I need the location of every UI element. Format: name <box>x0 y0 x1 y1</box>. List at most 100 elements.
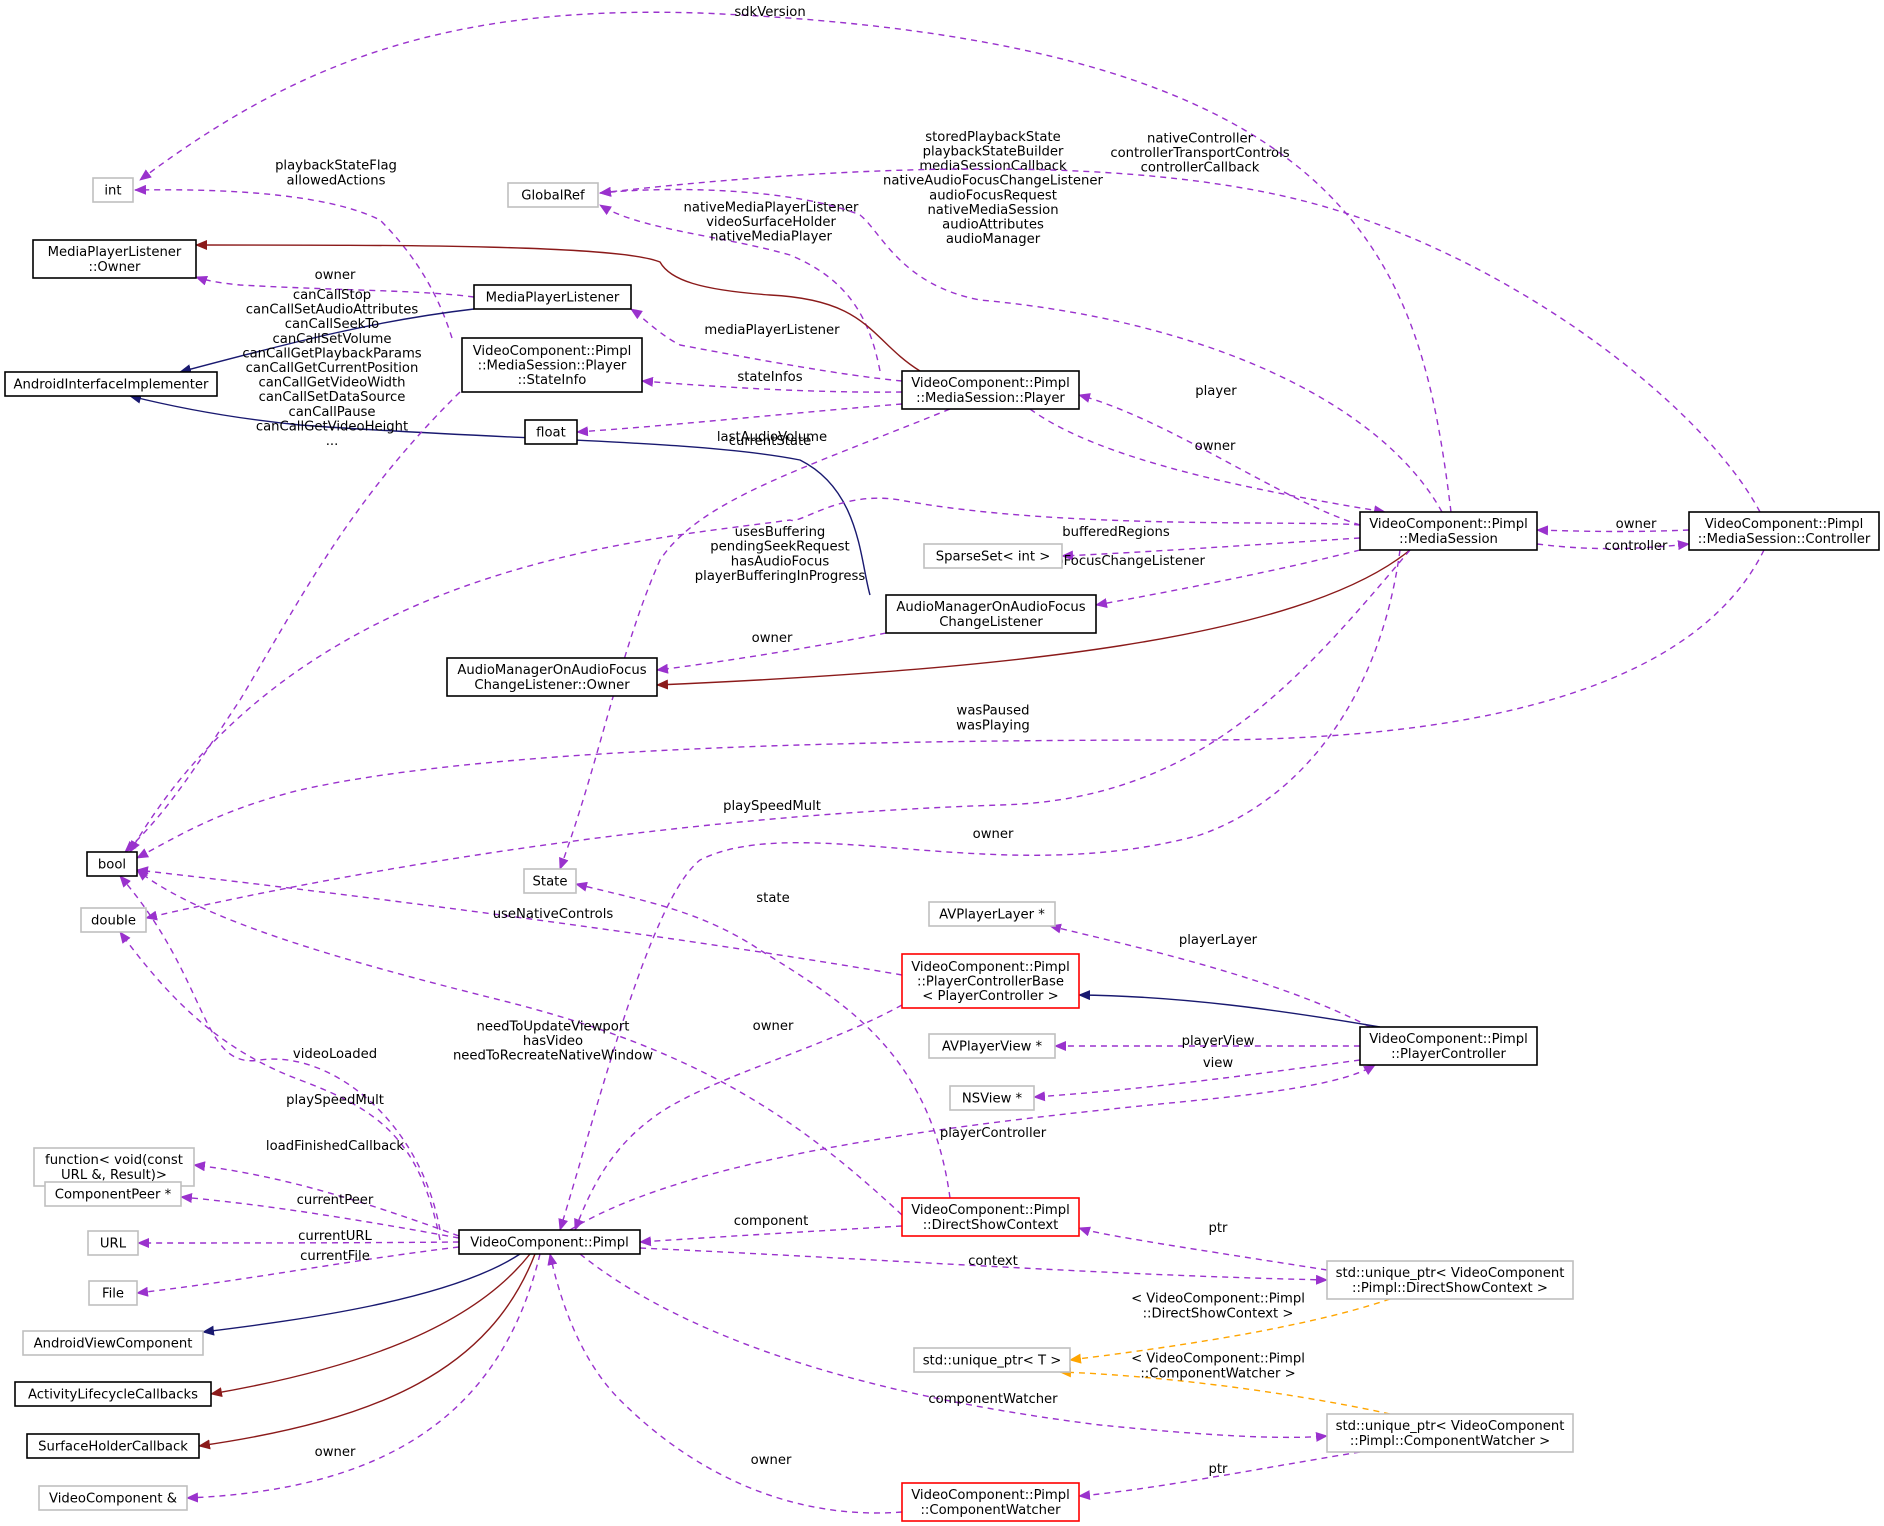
class-node-uptr_t[interactable]: std::unique_ptr< T > <box>913 1347 1071 1373</box>
class-node-box <box>14 1381 212 1407</box>
edge-label-line: sdkVersion <box>734 5 805 20</box>
class-node-int[interactable]: int <box>92 177 134 203</box>
class-node-androidview[interactable]: AndroidViewComponent <box>22 1330 204 1356</box>
edge-label-line: componentWatcher <box>928 1392 1058 1407</box>
edge-pimpl-uptrcw: componentWatcher <box>579 1253 1328 1442</box>
class-node-cw[interactable]: VideoComponent::Pimpl::ComponentWatcher <box>901 1482 1080 1522</box>
edge-label-line: hasVideo <box>523 1034 583 1049</box>
edge-pcontroller-avplayerview: playerView <box>1054 1034 1361 1051</box>
edge-label-line: nativeAudioFocusChangeListener <box>883 174 1103 189</box>
class-node-stateinfo[interactable]: VideoComponent::Pimpl::MediaSession::Pla… <box>461 337 643 393</box>
edge-label-line: controllerCallback <box>1141 161 1260 176</box>
edge-line-pimpl-function <box>193 1161 460 1237</box>
edge-mediasession-amafowner <box>656 549 1411 690</box>
class-node-box <box>507 182 599 208</box>
class-node-label: VideoComponent::Pimpl::PlayerController <box>1369 1032 1528 1062</box>
edge-label-line: playSpeedMult <box>723 799 821 814</box>
class-node-label: double <box>91 914 136 929</box>
class-node-label-line: VideoComponent::Pimpl <box>911 1203 1070 1218</box>
class-node-state[interactable]: State <box>523 868 577 894</box>
class-node-pcbase[interactable]: VideoComponent::Pimpl::PlayerControllerB… <box>901 953 1080 1009</box>
edge-label-line: playerBufferingInProgress <box>695 569 866 584</box>
class-node-videocomponent_ref[interactable]: VideoComponent & <box>38 1485 188 1511</box>
edge-line-pimpl-shc <box>198 1253 536 1450</box>
class-node-label-line: float <box>536 426 566 441</box>
class-node-controller[interactable]: VideoComponent::Pimpl::MediaSession::Con… <box>1688 511 1880 551</box>
edge-label-line: canCallPause <box>288 405 375 420</box>
class-node-mpl_owner[interactable]: MediaPlayerListener::Owner <box>32 239 197 279</box>
class-node-label-line: ::PlayerControllerBase <box>917 975 1064 990</box>
edge-label-line: canCallGetCurrentPosition <box>246 361 419 376</box>
class-node-label-line: MediaPlayerListener <box>486 291 620 306</box>
class-node-player[interactable]: VideoComponent::Pimpl::MediaSession::Pla… <box>901 370 1080 410</box>
class-node-dsc[interactable]: VideoComponent::Pimpl::DirectShowContext <box>901 1197 1080 1237</box>
class-node-mpl[interactable]: MediaPlayerListener <box>473 284 632 310</box>
class-node-url[interactable]: URL <box>87 1230 139 1256</box>
class-node-box <box>461 337 643 393</box>
class-node-avplayerlayer[interactable]: AVPlayerLayer * <box>928 901 1056 927</box>
edge-label-line: playerLayer <box>1179 933 1258 948</box>
edge-line-player-mediasession <box>1029 408 1386 516</box>
edge-label-line: context <box>968 1254 1018 1269</box>
class-node-box <box>32 239 197 279</box>
class-node-label: AndroidInterfaceImplementer <box>14 378 210 393</box>
class-node-label: NSView * <box>962 1092 1023 1107</box>
class-node-box <box>901 370 1080 410</box>
class-node-nsview[interactable]: NSView * <box>949 1085 1035 1111</box>
edge-label-line: mediaPlayerListener <box>704 323 840 338</box>
edge-line-controller-mediasession <box>1536 525 1690 536</box>
edge-label-line: owner <box>1195 439 1236 454</box>
edge-label-line: currentPeer <box>297 1193 374 1208</box>
class-node-pimpl[interactable]: VideoComponent::Pimpl <box>458 1229 641 1255</box>
class-node-box <box>901 953 1080 1009</box>
edge-dsc-pimpl: component <box>639 1214 903 1247</box>
class-node-componentpeer[interactable]: ComponentPeer * <box>44 1181 182 1207</box>
class-node-label: VideoComponent::Pimpl::MediaSession::Pla… <box>473 344 632 388</box>
class-node-mediasession[interactable]: VideoComponent::Pimpl::MediaSession <box>1359 511 1538 551</box>
class-node-label-line: std::unique_ptr< VideoComponent <box>1336 1419 1565 1434</box>
class-node-label-line: AVPlayerView * <box>942 1040 1043 1055</box>
class-node-sparseset[interactable]: SparseSet< int > <box>923 543 1063 569</box>
edge-line-mpl-aii <box>179 308 475 374</box>
edge-label-player-mediasession: owner <box>1195 439 1236 454</box>
edge-label-line: bufferedRegions <box>1062 525 1170 540</box>
class-node-label-line: VideoComponent::Pimpl <box>473 344 632 359</box>
class-node-pcontroller[interactable]: VideoComponent::Pimpl::PlayerController <box>1359 1026 1538 1066</box>
edge-label-line: owner <box>753 1019 794 1034</box>
class-node-uptr_dsc[interactable]: std::unique_ptr< VideoComponent::Pimpl::… <box>1326 1260 1574 1300</box>
edge-line-player-mplowner <box>195 240 921 372</box>
edge-label-line: loadFinishedCallback <box>266 1139 405 1154</box>
class-node-avplayerview[interactable]: AVPlayerView * <box>928 1033 1056 1059</box>
class-node-aii[interactable]: AndroidInterfaceImplementer <box>4 371 218 397</box>
edge-line-mediasession-bool <box>129 497 1361 853</box>
edge-label-pimpl-function: loadFinishedCallback <box>266 1139 405 1154</box>
edge-label-player-float: lastAudioVolume <box>717 430 827 445</box>
class-node-box <box>22 1330 204 1356</box>
edge-label-line: stateInfos <box>737 370 802 385</box>
class-node-label: SparseSet< int > <box>936 550 1051 565</box>
class-node-box <box>88 1280 138 1306</box>
class-node-label: MediaPlayerListener::Owner <box>48 245 182 275</box>
class-node-float[interactable]: float <box>524 419 578 445</box>
edge-label-line: playSpeedMult <box>286 1093 384 1108</box>
edge-line-player-float <box>576 403 903 437</box>
class-node-shc[interactable]: SurfaceHolderCallback <box>26 1433 200 1459</box>
edge-line-player-mpl <box>630 308 903 382</box>
class-node-globalref[interactable]: GlobalRef <box>507 182 599 208</box>
class-node-label: File <box>102 1287 124 1302</box>
edge-label-line: controller <box>1605 539 1668 554</box>
class-node-uptr_cw[interactable]: std::unique_ptr< VideoComponent::Pimpl::… <box>1326 1413 1574 1453</box>
edge-line-pimpl-androidview <box>202 1253 521 1336</box>
edge-line-stateinfo-bool <box>124 391 461 853</box>
class-node-file[interactable]: File <box>88 1280 138 1306</box>
class-node-alc[interactable]: ActivityLifecycleCallbacks <box>14 1381 212 1407</box>
class-node-double[interactable]: double <box>80 907 147 933</box>
class-node-bool[interactable]: bool <box>86 851 138 877</box>
class-node-label: VideoComponent::Pimpl::MediaSession::Pla… <box>911 376 1070 406</box>
class-node-box <box>901 1482 1080 1522</box>
